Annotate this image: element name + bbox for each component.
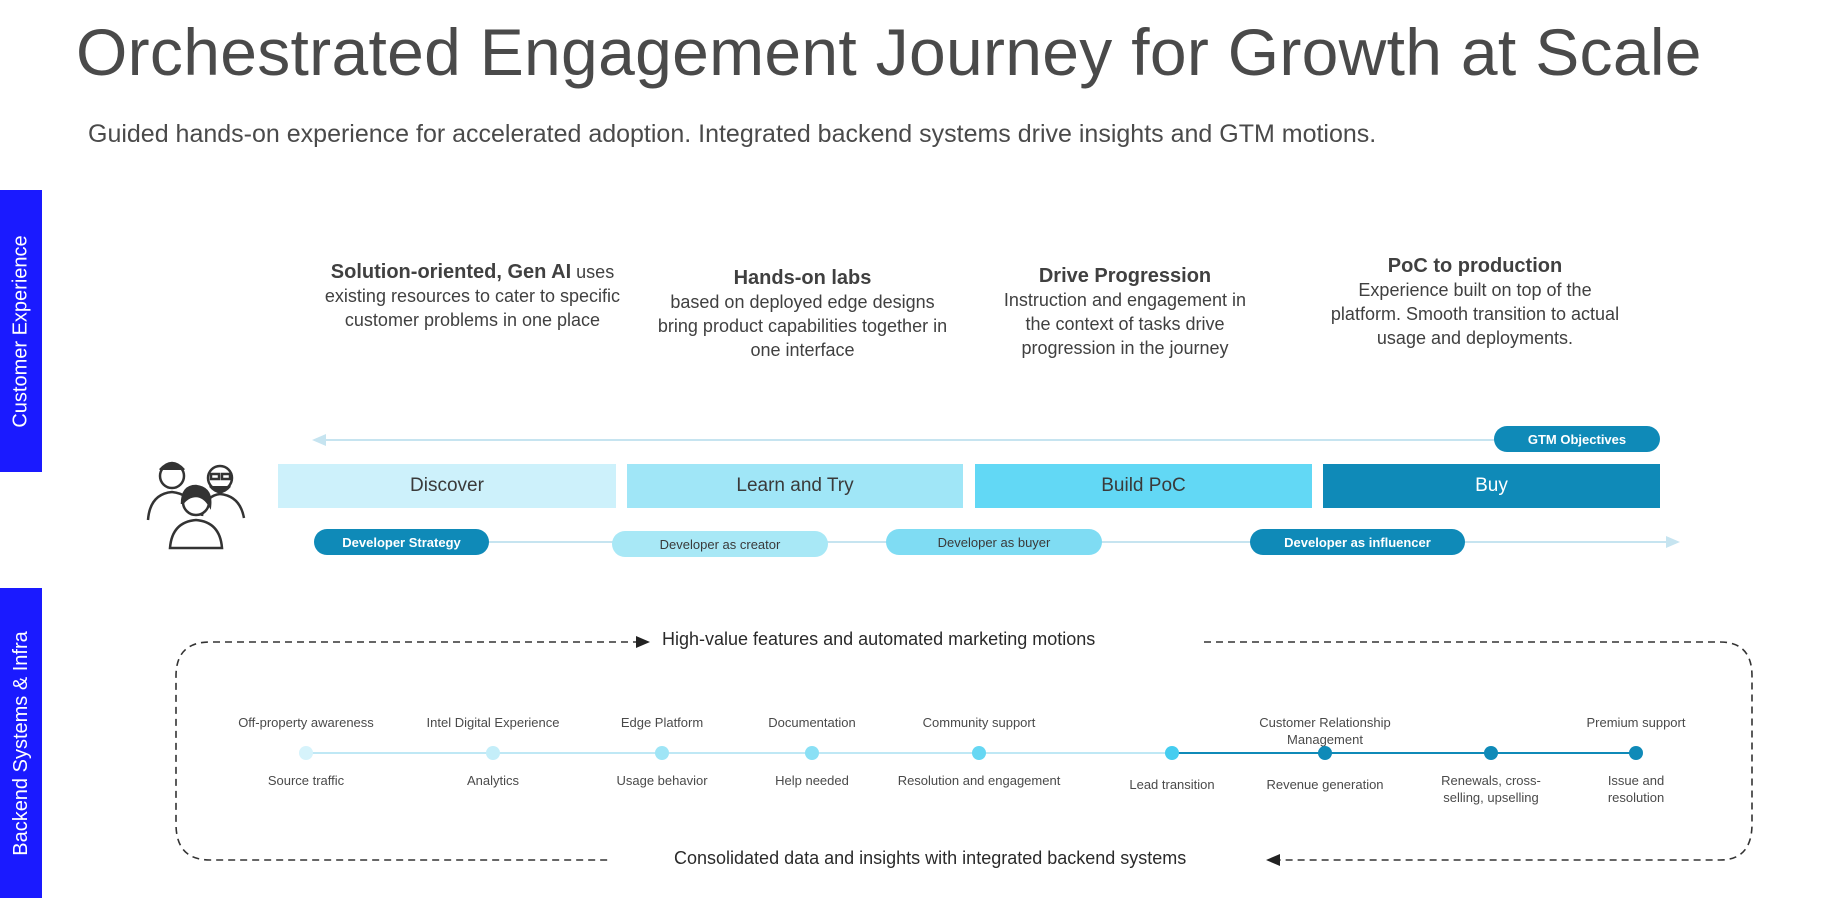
bottom-flow-arrowhead bbox=[1266, 854, 1280, 866]
node-bottom-label: Source traffic bbox=[267, 773, 345, 788]
persona-developer-influencer[interactable]: Developer as influencer bbox=[1250, 529, 1465, 555]
node-dot[interactable] bbox=[972, 746, 986, 760]
node-dot[interactable] bbox=[1165, 746, 1179, 760]
node-dot[interactable] bbox=[1629, 746, 1643, 760]
side-tab-backend-systems: Backend Systems & Infra bbox=[0, 588, 42, 898]
bottom-flow-label: Consolidated data and insights with inte… bbox=[674, 848, 1187, 868]
page-subtitle: Guided hands-on experience for accelerat… bbox=[88, 120, 1377, 148]
node-dot[interactable] bbox=[299, 746, 313, 760]
developers-group-icon bbox=[146, 461, 246, 550]
node-dot[interactable] bbox=[1318, 746, 1332, 760]
stage-description-body: based on deployed edge designs bring pro… bbox=[657, 292, 948, 360]
persona-developer-buyer[interactable]: Developer as buyer bbox=[886, 529, 1102, 555]
stage-description-body: existing resources to cater to specific … bbox=[324, 286, 621, 330]
node-top-label: Documentation bbox=[768, 715, 856, 730]
stage-description-heading: Solution-oriented, Gen AI bbox=[330, 261, 572, 283]
stage-build-poc[interactable]: Build PoC bbox=[975, 464, 1312, 508]
node-dot[interactable] bbox=[1484, 746, 1498, 760]
persona-developer-creator[interactable]: Developer as creator bbox=[612, 531, 828, 557]
page-title: Orchestrated Engagement Journey for Grow… bbox=[76, 15, 1702, 89]
stage-description-build: Drive Progression Instruction and engage… bbox=[990, 264, 1260, 360]
stage-description-body: Instruction and engagement in the contex… bbox=[1003, 290, 1247, 358]
stage-label: Discover bbox=[410, 475, 484, 496]
stage-label: Learn and Try bbox=[736, 475, 854, 496]
persona-developer-strategy[interactable]: Developer Strategy bbox=[314, 529, 489, 555]
backend-loop bbox=[175, 641, 1753, 861]
stage-label: Build PoC bbox=[1101, 475, 1186, 496]
stage-description-buy: PoC to production Experience built on to… bbox=[1330, 254, 1620, 350]
stage-description-heading: PoC to production bbox=[1387, 255, 1563, 277]
node-top-label: Customer Relationship Management bbox=[1259, 715, 1391, 747]
top-flow-arrowhead bbox=[636, 636, 650, 648]
stage-learn-and-try[interactable]: Learn and Try bbox=[627, 464, 963, 508]
stage-description-heading: Hands-on labs bbox=[733, 267, 872, 289]
node-top-label: Edge Platform bbox=[620, 715, 704, 730]
stage-description-lead: uses bbox=[571, 262, 615, 282]
node-bottom-label: Renewals, cross-selling, upselling bbox=[1441, 773, 1541, 805]
top-flow-label: High-value features and automated market… bbox=[662, 629, 1096, 649]
node-dot[interactable] bbox=[805, 746, 819, 760]
node-bottom-label: Help needed bbox=[775, 773, 849, 788]
stage-description-heading: Drive Progression bbox=[1038, 265, 1212, 287]
stage-label: Buy bbox=[1475, 475, 1508, 496]
node-dot[interactable] bbox=[486, 746, 500, 760]
node-top-label: Premium support bbox=[1586, 715, 1686, 730]
node-bottom-label: Resolution and engagement bbox=[897, 773, 1061, 788]
stage-buy[interactable]: Buy bbox=[1323, 464, 1660, 508]
node-top-label: Off-property awareness bbox=[238, 715, 374, 730]
stage-description-discover: Solution-oriented, Gen AI uses existing … bbox=[320, 260, 625, 332]
node-bottom-label: Analytics bbox=[466, 773, 520, 788]
stage-description-learn: Hands-on labs based on deployed edge des… bbox=[655, 266, 950, 362]
node-bottom-label: Issue and resolution bbox=[1607, 773, 1665, 805]
node-top-label: Community support bbox=[922, 715, 1036, 730]
node-bottom-label: Usage behavior bbox=[616, 773, 708, 788]
gtm-objectives-badge: GTM Objectives bbox=[1494, 426, 1660, 452]
stage-discover[interactable]: Discover bbox=[278, 464, 616, 508]
node-dot[interactable] bbox=[655, 746, 669, 760]
gtm-arrow bbox=[312, 434, 1500, 446]
side-tab-customer-experience: Customer Experience bbox=[0, 190, 42, 472]
node-bottom-label: Lead transition bbox=[1129, 777, 1215, 792]
node-top-label: Intel Digital Experience bbox=[426, 715, 560, 730]
node-bottom-label: Revenue generation bbox=[1266, 777, 1384, 792]
stage-description-body: Experience built on top of the platform.… bbox=[1330, 280, 1620, 348]
